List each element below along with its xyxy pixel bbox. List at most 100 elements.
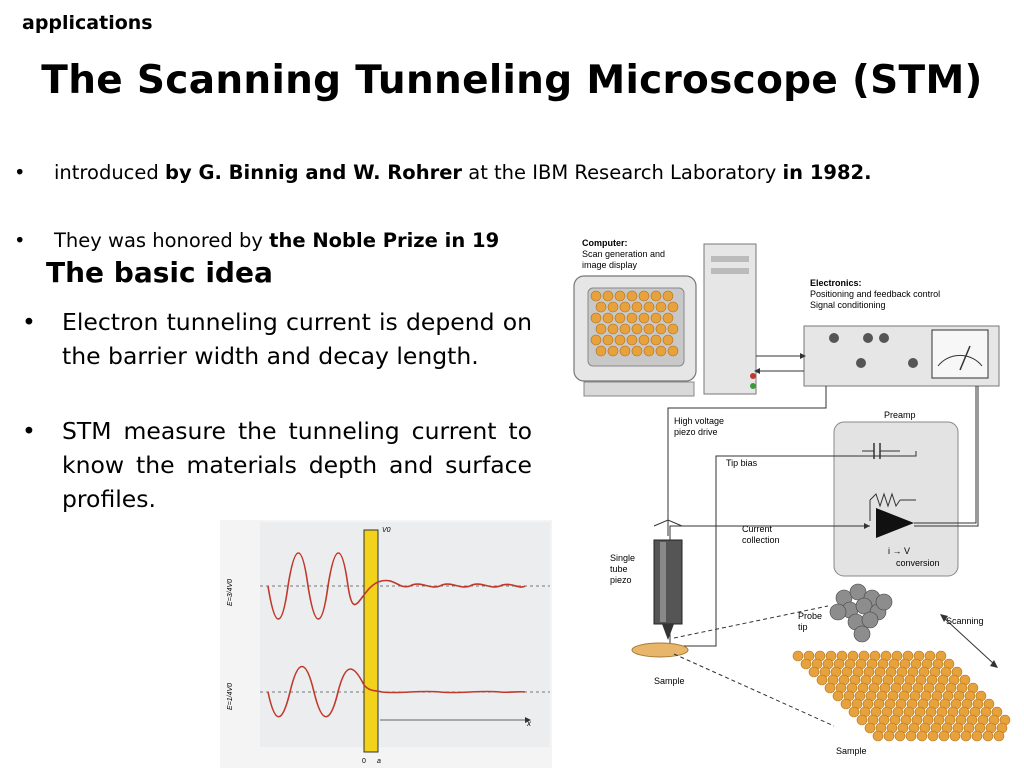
atom	[916, 730, 928, 742]
monitor-base	[583, 381, 695, 397]
atom	[631, 323, 643, 335]
prize-bullet: • They was honored by the Noble Prize in…	[14, 226, 574, 258]
atom	[855, 597, 873, 615]
atom	[832, 690, 844, 702]
figure-panel	[260, 522, 550, 747]
tick-a: a	[377, 758, 381, 765]
preamp-label: Preamp	[884, 410, 916, 420]
tip-bias-wire	[674, 451, 917, 647]
signal-arrowhead	[754, 368, 760, 374]
atom	[614, 290, 626, 302]
electronics-desc: Signal conditioning	[810, 300, 886, 310]
atom	[631, 301, 643, 313]
current-label: collection	[742, 535, 780, 545]
atom	[872, 730, 884, 742]
atom	[927, 730, 939, 742]
upper-wavefunction	[267, 552, 526, 620]
probe-tip	[662, 624, 674, 640]
atom	[638, 290, 650, 302]
atom	[808, 666, 820, 678]
scanning-arrowhead	[940, 614, 948, 622]
atom	[800, 658, 812, 670]
tip-bias-label: Tip bias	[726, 458, 758, 468]
atom	[590, 312, 602, 324]
atom	[662, 312, 674, 324]
intro-bullet-text: introduced by G. Binnig and W. Rohrer at…	[54, 161, 872, 184]
scanning-arrow	[943, 617, 995, 665]
atom	[655, 345, 667, 357]
electronics-desc: Positioning and feedback control	[810, 289, 940, 299]
stm-schematic: Computer: Scan generation and image disp…	[573, 238, 1011, 756]
atom	[650, 290, 662, 302]
piezo-leads	[653, 519, 683, 527]
bullet-dot: •	[14, 161, 26, 184]
atom	[993, 730, 1005, 742]
atom	[667, 323, 679, 335]
prize-bullet-text: They was honored by the Noble Prize in 1…	[54, 229, 500, 252]
atom	[607, 323, 619, 335]
knob	[856, 358, 866, 368]
sample-atom-lattice	[792, 650, 1011, 742]
piezo-label: piezo	[610, 575, 632, 585]
iv-label: i → V	[888, 546, 910, 556]
atom	[829, 603, 847, 621]
meter-gauge	[931, 329, 989, 379]
atom	[949, 730, 961, 742]
slide-title: The Scanning Tunneling Microscope (STM)	[41, 58, 983, 103]
atom	[650, 334, 662, 346]
computer-desc: image display	[582, 260, 638, 270]
signal-arrowhead	[800, 353, 806, 359]
current-label: Current	[742, 524, 773, 534]
feedback-resistor	[869, 492, 901, 508]
probe-tip-atoms	[829, 583, 893, 643]
atom	[619, 345, 631, 357]
atom	[595, 301, 607, 313]
probe-tip-label: Probe	[798, 611, 822, 621]
atom	[650, 312, 662, 324]
atom	[626, 312, 638, 324]
atom	[590, 334, 602, 346]
atom	[655, 301, 667, 313]
piezo-label: Single	[610, 553, 635, 563]
atom	[590, 290, 602, 302]
atom	[626, 334, 638, 346]
op-amp	[876, 508, 914, 538]
atom	[938, 730, 950, 742]
scanning-label: Scanning	[946, 616, 984, 626]
atom	[982, 730, 994, 742]
knob	[829, 333, 839, 343]
atom	[667, 345, 679, 357]
piezo-drive-wire	[667, 386, 827, 536]
atom	[602, 334, 614, 346]
bullet-dot: •	[14, 229, 26, 252]
atom	[631, 345, 643, 357]
basic-idea-heading: The basic idea	[46, 256, 279, 289]
idea-bullet-text: Electron tunneling current is depend on …	[62, 308, 532, 370]
sample-label-bottom: Sample	[836, 746, 867, 756]
screen-atoms	[590, 290, 679, 357]
atom	[662, 290, 674, 302]
sample-label-left: Sample	[654, 676, 685, 686]
output-return-wire	[914, 386, 979, 527]
computer-title: Computer:	[582, 238, 628, 248]
current-arrowhead	[864, 523, 870, 529]
atom	[849, 583, 867, 601]
atom	[595, 345, 607, 357]
atom	[607, 345, 619, 357]
atom	[643, 301, 655, 313]
atom	[602, 290, 614, 302]
atom	[614, 334, 626, 346]
zoom-line	[673, 605, 829, 639]
atom	[638, 312, 650, 324]
lower-wavefunction	[267, 666, 526, 718]
atom	[861, 611, 879, 629]
atom	[638, 334, 650, 346]
atom	[883, 730, 895, 742]
atom	[875, 593, 893, 611]
atom	[792, 650, 804, 662]
preamp-box	[833, 421, 959, 577]
tick-zero: 0	[362, 758, 366, 765]
atom	[864, 722, 876, 734]
knob	[908, 358, 918, 368]
atom	[602, 312, 614, 324]
